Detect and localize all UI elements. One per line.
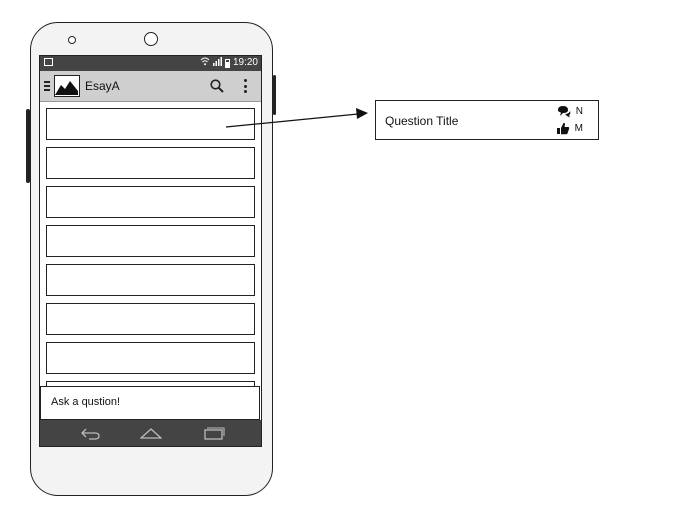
battery-icon [224,58,230,68]
menu-icon[interactable] [44,81,50,91]
front-camera [144,32,158,46]
phone-screen: 19:20 EsayA Ask a [39,55,262,447]
list-item[interactable] [46,108,255,140]
thumbs-up-icon [556,122,570,135]
overflow-menu-icon[interactable] [243,79,247,93]
side-button-right [273,75,276,115]
status-time: 19:20 [232,57,258,68]
list-item[interactable] [46,303,255,335]
app-title: EsayA [85,79,120,93]
signal-icon [212,57,222,69]
search-icon[interactable] [209,78,225,94]
wifi-icon [200,57,210,69]
ask-question-label: Ask a qustion! [51,396,121,408]
ask-question-button[interactable]: Ask a qustion! [40,386,260,420]
status-bar: 19:20 [40,56,261,71]
back-icon[interactable] [80,425,102,441]
home-icon[interactable] [139,425,163,441]
question-title: Question Title [385,114,459,128]
list-item[interactable] [46,225,255,257]
notification-image-icon [44,58,53,66]
likes-count: M [574,123,583,134]
likes-count-row: M [556,122,583,135]
list-item[interactable] [46,264,255,296]
side-button-left [26,109,30,183]
answers-count: N [575,106,583,117]
question-card-detail[interactable]: Question Title N M [375,100,599,140]
app-bar: EsayA [40,71,261,102]
sensor-dot [68,36,76,44]
answers-count-row: N [557,105,583,118]
status-indicators: 19:20 [200,57,258,69]
question-list [46,108,255,393]
list-item[interactable] [46,147,255,179]
chat-bubbles-icon [557,105,571,118]
image-icon [54,75,80,97]
list-item[interactable] [46,342,255,374]
recent-apps-icon[interactable] [203,425,225,441]
navigation-bar [40,420,261,446]
list-item[interactable] [46,186,255,218]
